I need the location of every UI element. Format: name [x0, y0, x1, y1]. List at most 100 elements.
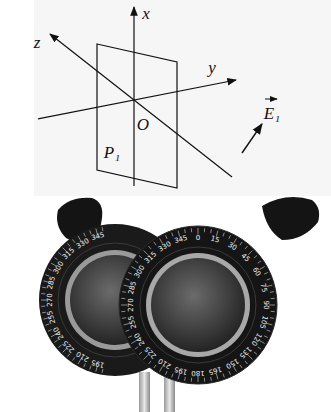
dial-tick [248, 355, 252, 359]
dial-tick [210, 377, 212, 381]
dial-tick [264, 272, 268, 274]
dial-number: 225 [143, 345, 157, 359]
dial-tick [144, 251, 148, 255]
dial-tick [54, 258, 57, 260]
x-axis [133, 7, 134, 186]
dial-tick [259, 267, 264, 270]
dial-tick [67, 354, 70, 357]
dial-number: 240 [134, 331, 147, 346]
dial-number: 270 [128, 298, 135, 311]
dial-tick [270, 291, 274, 293]
dial-tick [204, 378, 205, 382]
dial-number: 240 [52, 325, 65, 340]
dial-tick [216, 374, 218, 380]
dial-tick [264, 336, 268, 338]
dial-number: 285 [47, 276, 57, 291]
dial-tick [78, 359, 81, 364]
dial-tick [126, 279, 130, 280]
dial-number: 285 [128, 280, 138, 295]
origin-label: O [137, 116, 149, 133]
axis-label: x [142, 5, 150, 22]
dial-tick [41, 306, 45, 307]
dial-number: 90 [262, 301, 269, 310]
diagram-ground [34, 0, 331, 196]
dial-tick [248, 251, 252, 255]
dial-tick [84, 233, 86, 237]
dial-tick [270, 317, 274, 319]
dial-tick [121, 305, 127, 306]
axis-label: y [208, 59, 216, 76]
dial-tick [122, 317, 126, 319]
dial-tick [128, 336, 132, 338]
dial-tick [102, 227, 104, 231]
field-vector [242, 124, 262, 153]
dial-tick [234, 238, 237, 243]
dial-tick [149, 361, 152, 364]
dial-tick [184, 229, 186, 233]
dial-number: 30 [226, 242, 237, 253]
dial-tick [102, 369, 104, 373]
dial-tick [172, 374, 173, 378]
front-lens [151, 258, 245, 352]
dial-tick [149, 246, 152, 249]
dial-tick [258, 347, 261, 349]
dial-tick [204, 228, 205, 232]
dial-number: 45 [240, 252, 251, 263]
dial-tick [160, 238, 163, 243]
dial-tick [139, 256, 142, 259]
dial-tick [191, 228, 192, 232]
back-ticks [41, 227, 103, 373]
dial-tick [135, 347, 138, 349]
dial-number: 345 [91, 232, 106, 242]
dial-tick [144, 355, 148, 359]
front-handle [262, 197, 319, 240]
dial-tick [122, 291, 126, 293]
dial-tick [178, 374, 180, 380]
dial-tick [154, 365, 156, 368]
dial-number: 150 [224, 357, 239, 370]
z-axis [50, 34, 232, 177]
dial-number: 195 [173, 365, 188, 375]
dial-tick [73, 239, 75, 242]
dial-tick [245, 361, 248, 364]
dial-tick [258, 261, 261, 263]
vector-overarrow [265, 99, 277, 100]
dial-tick [229, 371, 231, 375]
front-lens-rim [146, 253, 250, 357]
dial-tick [154, 242, 156, 245]
dial-tick [67, 243, 70, 246]
plane-label: P₁ [104, 144, 120, 161]
dial-tick [254, 256, 257, 259]
dial-tick [165, 371, 167, 375]
dial-tick [90, 230, 91, 234]
dial-tick [198, 228, 199, 234]
dial-tick [198, 376, 199, 382]
front-ticks [121, 228, 275, 382]
dial-tick [223, 374, 224, 378]
dial-number: 0 [196, 235, 200, 242]
dial-tick [254, 352, 257, 355]
dial-number: 300 [52, 260, 65, 275]
dial-number: 15 [210, 236, 220, 245]
dial-tick [135, 261, 138, 263]
dial-tick [131, 341, 136, 344]
dial-tick [84, 363, 86, 367]
dial-tick [259, 341, 264, 344]
dial-tick [58, 252, 61, 255]
dial-number: 210 [157, 357, 172, 370]
dial-tick [73, 357, 75, 360]
dial-tick [41, 293, 45, 294]
dial-tick [165, 235, 167, 239]
dial-number: 270 [47, 293, 54, 306]
dial-number: 315 [143, 250, 157, 264]
dial-tick [245, 246, 248, 249]
dial-number: 330 [75, 237, 90, 250]
dial-tick [121, 298, 125, 299]
dial-tick [172, 233, 173, 237]
dial-tick [269, 305, 275, 306]
dial-tick [54, 340, 57, 342]
dial-tick [42, 287, 46, 289]
dial-number: 60 [251, 266, 262, 277]
dial-number: 165 [208, 365, 223, 375]
